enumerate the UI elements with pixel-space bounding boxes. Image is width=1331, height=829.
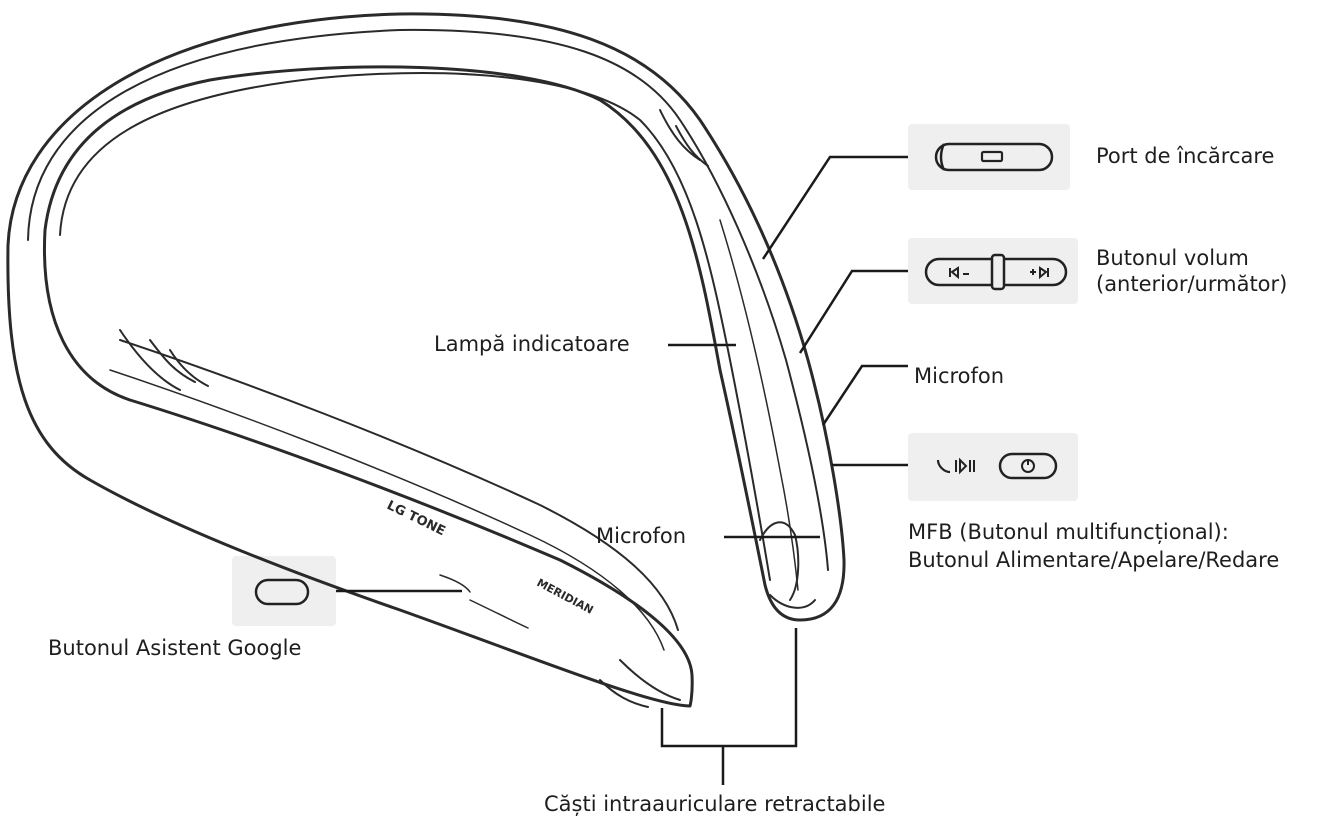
charging-port-leader [761, 155, 908, 260]
volume-leader [798, 269, 908, 354]
partner-print: MERIDIAN [535, 576, 596, 617]
microphone-center-label: Microfon [596, 524, 687, 548]
mfb-button-callout [908, 433, 1078, 501]
retractable-earbuds-label: Căști intraauriculare retractabile [544, 792, 886, 816]
google-button-icon [254, 578, 310, 606]
neckband-outer-outline [6, 12, 846, 708]
left-body-edge [119, 339, 679, 631]
mfb-label-line1: MFB (Butonul multifuncțional): [908, 520, 1229, 544]
mfb-label-line2: Butonul Alimentare/Apelare/Redare [908, 548, 1280, 572]
right-body-inner-edge [719, 219, 799, 591]
right-earbud-housing [759, 521, 816, 609]
neckband-outer-edge [27, 28, 829, 571]
left-hinge-lines [119, 329, 209, 391]
neckband-inner-edge [59, 72, 771, 581]
indicator-lamp-label: Lampă indicatoare [434, 332, 630, 356]
charging-port-icon [934, 142, 1054, 172]
google-assistant-button-label: Butonul Asistent Google [48, 636, 302, 660]
left-body-inner-edge [109, 369, 665, 651]
left-earbud-housing [599, 659, 681, 708]
google-button-slot [439, 574, 529, 629]
mfb-button-icon [936, 452, 1058, 480]
right-hinge-lines [659, 109, 709, 167]
charging-port-label: Port de încărcare [1096, 144, 1275, 168]
mic-right-leader [821, 364, 908, 426]
brand-print: LG TONE [384, 498, 447, 539]
earbuds-bracket [660, 628, 798, 785]
volume-button-icon [924, 253, 1068, 291]
volume-button-label-line2: (anterior/următor) [1096, 272, 1288, 296]
volume-button-label-line1: Butonul volum [1096, 246, 1249, 270]
microphone-right-label: Microfon [914, 364, 1005, 388]
